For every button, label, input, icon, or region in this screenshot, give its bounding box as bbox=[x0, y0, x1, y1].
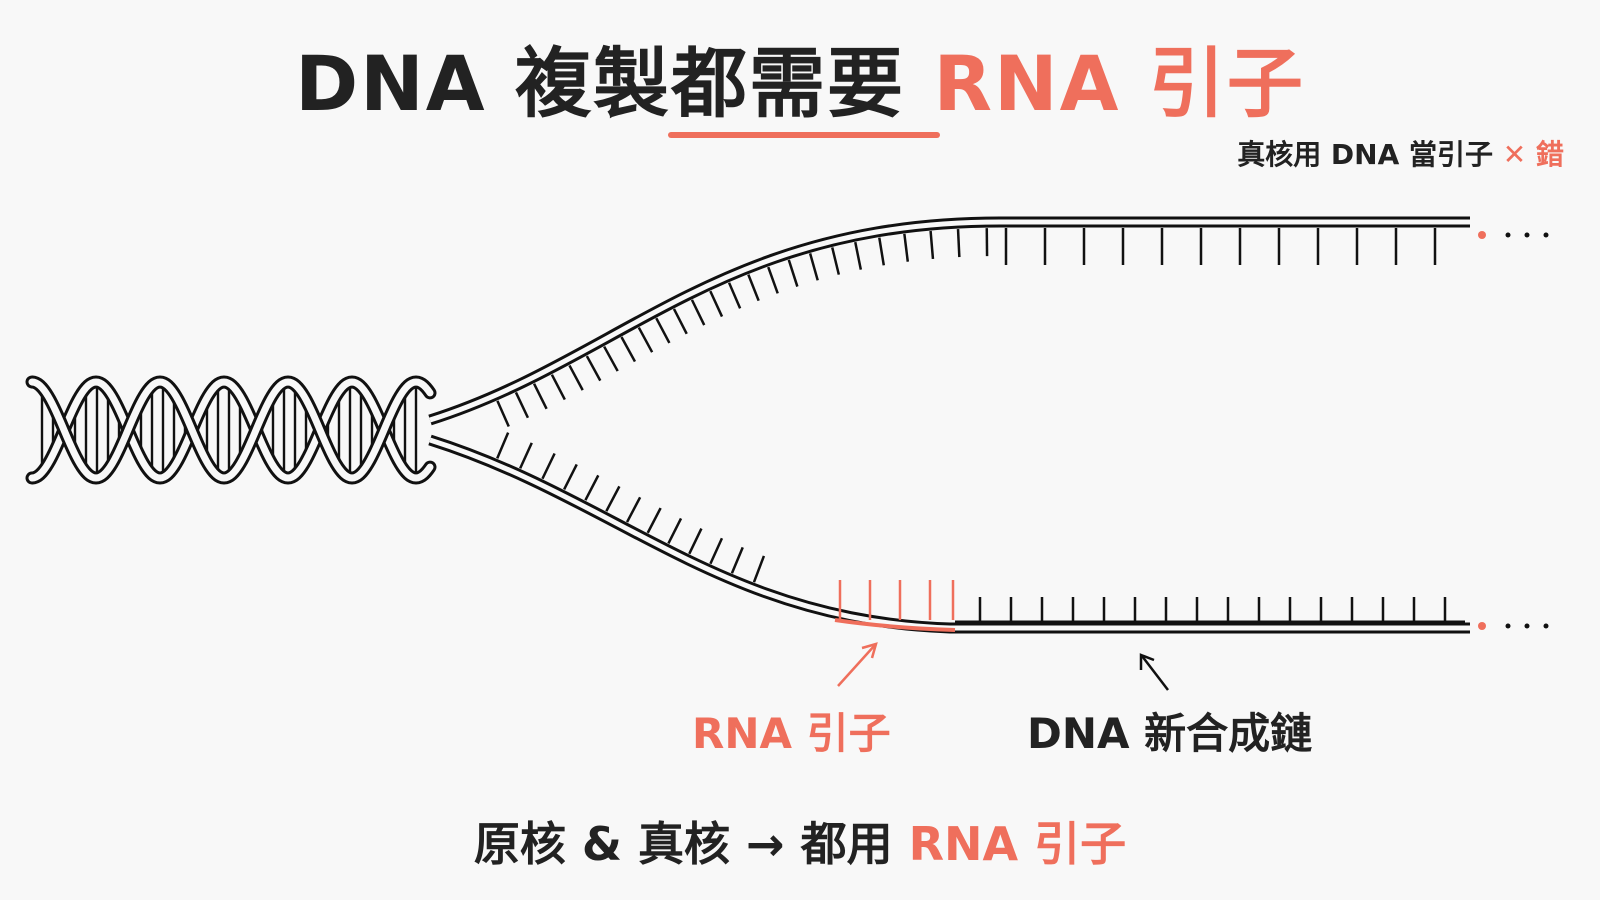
rna-primer-label: RNA 引子 bbox=[692, 709, 891, 758]
base-tooth bbox=[667, 517, 683, 545]
ellipsis-dot bbox=[1505, 623, 1511, 629]
ellipsis-dot bbox=[1524, 623, 1530, 629]
ellipsis-dot bbox=[1505, 232, 1511, 238]
label-arrows bbox=[837, 642, 1169, 691]
dna-new-strand-label: DNA 新合成鏈 bbox=[1027, 709, 1313, 758]
bottom-strand-fill bbox=[429, 437, 1470, 631]
base-tooth bbox=[787, 259, 799, 287]
base-tooth bbox=[620, 336, 637, 363]
helix-strand-b-fill bbox=[28, 378, 434, 482]
wrong-mark: ✕ 錯 bbox=[1502, 138, 1564, 171]
note-text: 真核用 DNA 當引子 bbox=[1237, 138, 1494, 171]
bottom-strand-outline bbox=[428, 434, 1470, 634]
double-helix bbox=[25, 375, 437, 485]
base-tooth bbox=[655, 317, 671, 344]
base-tooth bbox=[568, 364, 584, 391]
base-tooth bbox=[550, 374, 566, 401]
base-tooth bbox=[709, 290, 724, 318]
top-strand-fill bbox=[429, 219, 1470, 423]
base-tooth bbox=[563, 463, 578, 490]
base-tooth bbox=[730, 546, 744, 574]
top-template-strand bbox=[428, 216, 1549, 427]
base-tooth bbox=[747, 274, 760, 302]
base-tooth bbox=[519, 442, 533, 469]
base-tooth bbox=[831, 247, 841, 275]
base-tooth bbox=[637, 326, 654, 353]
title-underline bbox=[668, 132, 940, 138]
base-tooth bbox=[625, 496, 642, 523]
rna-primer-segment bbox=[834, 618, 956, 632]
base-tooth bbox=[514, 391, 530, 419]
dna-strand-arrow bbox=[1141, 655, 1169, 691]
base-tooth bbox=[727, 282, 742, 309]
conclusion-text: 原核 & 真核 → 都用 bbox=[473, 817, 893, 871]
base-tooth bbox=[854, 241, 863, 270]
ellipsis-dot bbox=[1524, 232, 1530, 238]
conclusion: 原核 & 真核 → 都用 RNA 引子 bbox=[0, 808, 1600, 874]
base-tooth bbox=[956, 229, 961, 258]
base-tooth bbox=[496, 432, 510, 459]
base-tooth bbox=[752, 555, 766, 583]
base-tooth bbox=[603, 345, 619, 372]
correction-note: 真核用 DNA 當引子 ✕ 錯 bbox=[1237, 133, 1564, 173]
base-tooth bbox=[690, 299, 706, 326]
base-tooth bbox=[532, 383, 548, 410]
top-strand-outline bbox=[428, 216, 1470, 426]
base-tooth bbox=[878, 237, 886, 266]
base-tooth bbox=[585, 355, 602, 382]
ellipsis-dot bbox=[1543, 623, 1549, 629]
conclusion-accent: RNA 引子 bbox=[908, 817, 1127, 871]
base-tooth bbox=[929, 230, 935, 260]
strand-end-dot bbox=[1478, 231, 1486, 239]
title-accent: RNA 引子 bbox=[933, 39, 1305, 128]
base-tooth bbox=[584, 474, 600, 501]
strand-end-dot bbox=[1478, 622, 1486, 630]
base-tooth bbox=[767, 266, 779, 294]
bottom-template-strand bbox=[428, 432, 1549, 634]
base-tooth bbox=[808, 253, 819, 281]
base-tooth bbox=[903, 233, 910, 262]
base-tooth bbox=[541, 452, 556, 480]
base-tooth bbox=[496, 400, 510, 427]
title-main: DNA 複製都需要 bbox=[295, 39, 906, 128]
base-tooth bbox=[672, 308, 688, 335]
ellipsis-dot bbox=[1543, 232, 1549, 238]
base-tooth bbox=[688, 528, 703, 555]
page-title: DNA 複製都需要 RNA 引子 bbox=[0, 22, 1600, 132]
base-tooth bbox=[646, 507, 662, 534]
dna-strand-arrow-head bbox=[1139, 653, 1155, 670]
rna-primer-arrow-head bbox=[861, 642, 878, 659]
base-tooth bbox=[709, 537, 724, 565]
helix-strand-a-fill bbox=[28, 378, 434, 482]
base-tooth bbox=[605, 485, 621, 512]
rna-primer-arrow bbox=[837, 644, 876, 687]
